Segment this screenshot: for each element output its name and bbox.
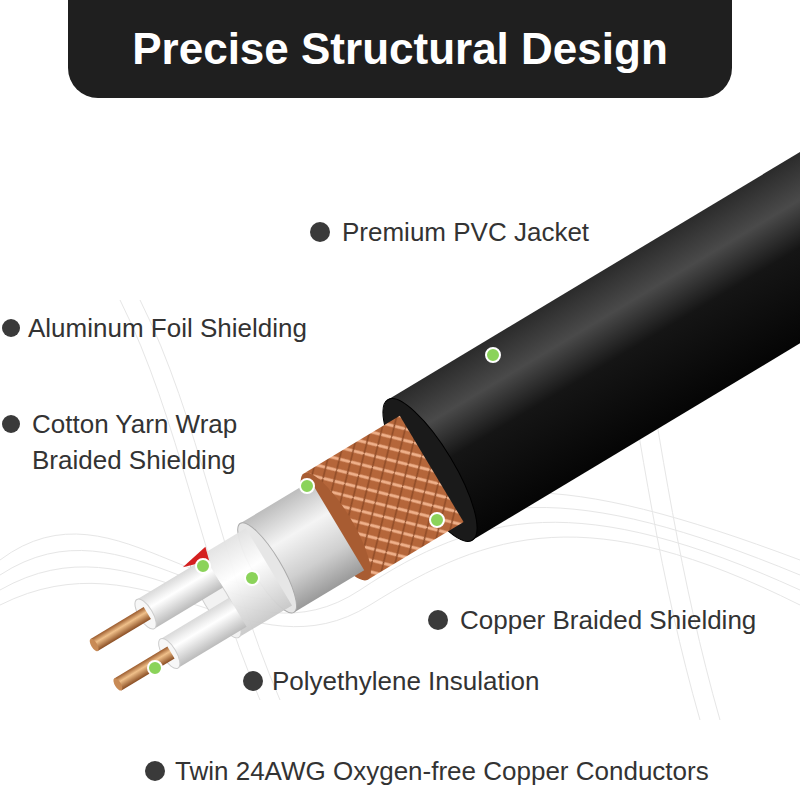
- part-label: Copper Braided Shielding: [460, 602, 756, 638]
- part-label: Aluminum Foil Shielding: [28, 310, 307, 346]
- part-label: Twin 24AWG Oxygen-free Copper Conductors: [175, 753, 709, 789]
- title-text: Precise Structural Design: [132, 24, 668, 74]
- part-label: Premium PVC Jacket: [342, 214, 589, 250]
- part-label: Polyethylene Insulation: [272, 663, 539, 699]
- title-banner: Precise Structural Design: [68, 0, 732, 98]
- part-label: Cotton Yarn Wrap Braided Shielding: [32, 406, 282, 478]
